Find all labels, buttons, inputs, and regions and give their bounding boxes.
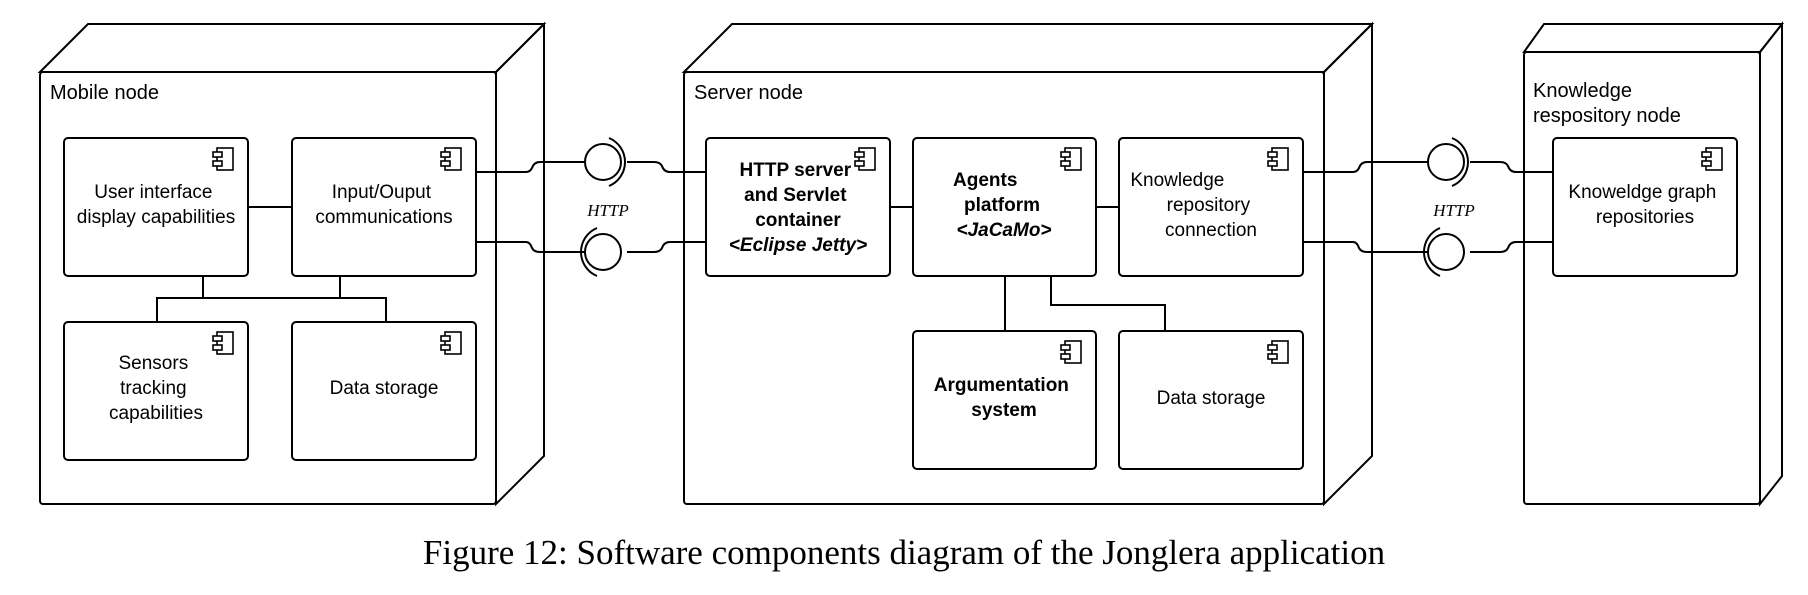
component-icon bbox=[1060, 147, 1082, 171]
component-label: Knowledge repository connection bbox=[1130, 170, 1257, 241]
knowledge-node-front bbox=[1523, 51, 1761, 505]
component-label: Data storage bbox=[1157, 388, 1266, 409]
required-interface-socket-upper bbox=[608, 137, 626, 187]
connector-kr-http-lower bbox=[1303, 241, 1428, 253]
mobile-node-top bbox=[37, 23, 547, 73]
component-server-data-storage: Data storage bbox=[1118, 330, 1304, 470]
connectors bbox=[156, 161, 1553, 331]
mobile-node-title: Mobile node bbox=[50, 82, 159, 104]
knowledge-node-top bbox=[1522, 23, 1785, 53]
http-label-right: HTTP bbox=[1432, 201, 1475, 220]
server-node-front bbox=[683, 71, 1325, 505]
required-interface-socket-upper-right bbox=[1451, 137, 1469, 187]
http-label-left: HTTP bbox=[586, 201, 629, 220]
mobile-node-side bbox=[495, 21, 545, 507]
component-mobile-data-storage: Data storage bbox=[291, 321, 477, 461]
component-label: User interface display capabilities bbox=[77, 182, 235, 228]
component-sensors: Sensors tracking capabilities bbox=[63, 321, 249, 461]
component-icon bbox=[440, 331, 462, 355]
connector-socket-kg-upper bbox=[1470, 161, 1553, 173]
component-http-server: HTTP server and Servlet container <Eclip… bbox=[705, 137, 891, 277]
connector-socket-server-lower bbox=[627, 241, 706, 253]
component-agents-platform: Agents platform <JaCaMo> bbox=[912, 137, 1097, 277]
connector-io-http-lower bbox=[476, 241, 585, 253]
component-icon bbox=[1267, 340, 1289, 364]
http-interface-right: HTTP bbox=[1423, 137, 1475, 277]
component-argumentation: Argumentation system bbox=[912, 330, 1097, 470]
server-node-title: Server node bbox=[694, 82, 803, 104]
component-icon bbox=[1701, 147, 1723, 171]
component-icon bbox=[440, 147, 462, 171]
provided-interface-ball-lower bbox=[584, 233, 622, 271]
component-icon bbox=[1267, 147, 1289, 171]
connector-kr-http-upper bbox=[1303, 161, 1428, 173]
component-label: Input/Ouput communications bbox=[315, 182, 452, 228]
component-label: Agents platform bbox=[953, 170, 1040, 216]
component-kg-repositories: Knoweldge graph repositories bbox=[1552, 137, 1738, 277]
provided-interface-ball-upper bbox=[584, 143, 622, 181]
component-label: Argumentation system bbox=[934, 375, 1074, 421]
required-interface-socket-lower bbox=[580, 227, 598, 277]
connector-agents-storage bbox=[1050, 276, 1166, 331]
connector-io-http-upper bbox=[476, 161, 585, 173]
server-node-top bbox=[681, 23, 1375, 73]
connector-socket-server-upper bbox=[627, 161, 706, 173]
knowledge-node-side bbox=[1759, 21, 1783, 507]
component-label: Knoweldge graph repositories bbox=[1568, 182, 1721, 228]
connector-socket-kg-lower bbox=[1470, 241, 1553, 253]
component-label: Data storage bbox=[330, 378, 439, 399]
mobile-node-front bbox=[39, 71, 497, 505]
component-icon bbox=[212, 331, 234, 355]
component-kr-connection: Knowledge repository connection bbox=[1118, 137, 1304, 277]
component-label: HTTP server and Servlet container bbox=[740, 160, 857, 231]
component-label: Sensors tracking capabilities bbox=[109, 353, 203, 424]
component-io-communications: Input/Ouput communications bbox=[291, 137, 477, 277]
component-technology: <Eclipse Jetty> bbox=[729, 235, 867, 256]
http-interface-left: HTTP bbox=[580, 137, 629, 277]
component-icon bbox=[854, 147, 876, 171]
component-ui-display: User interface display capabilities bbox=[63, 137, 249, 277]
server-node: Server node bbox=[681, 21, 1375, 507]
provided-interface-ball-lower-right bbox=[1427, 233, 1465, 271]
mobile-node: Mobile node bbox=[37, 21, 547, 507]
knowledge-node: Knowledge respository node bbox=[1522, 21, 1785, 507]
required-interface-socket-lower-right bbox=[1423, 227, 1441, 277]
component-technology: <JaCaMo> bbox=[956, 220, 1051, 241]
server-node-side bbox=[1323, 21, 1373, 507]
provided-interface-ball-upper-right bbox=[1427, 143, 1465, 181]
figure-caption: Figure 12: Software components diagram o… bbox=[422, 533, 1386, 572]
knowledge-node-title: Knowledge respository node bbox=[1533, 80, 1681, 127]
component-icon bbox=[1060, 340, 1082, 364]
component-icon bbox=[212, 147, 234, 171]
